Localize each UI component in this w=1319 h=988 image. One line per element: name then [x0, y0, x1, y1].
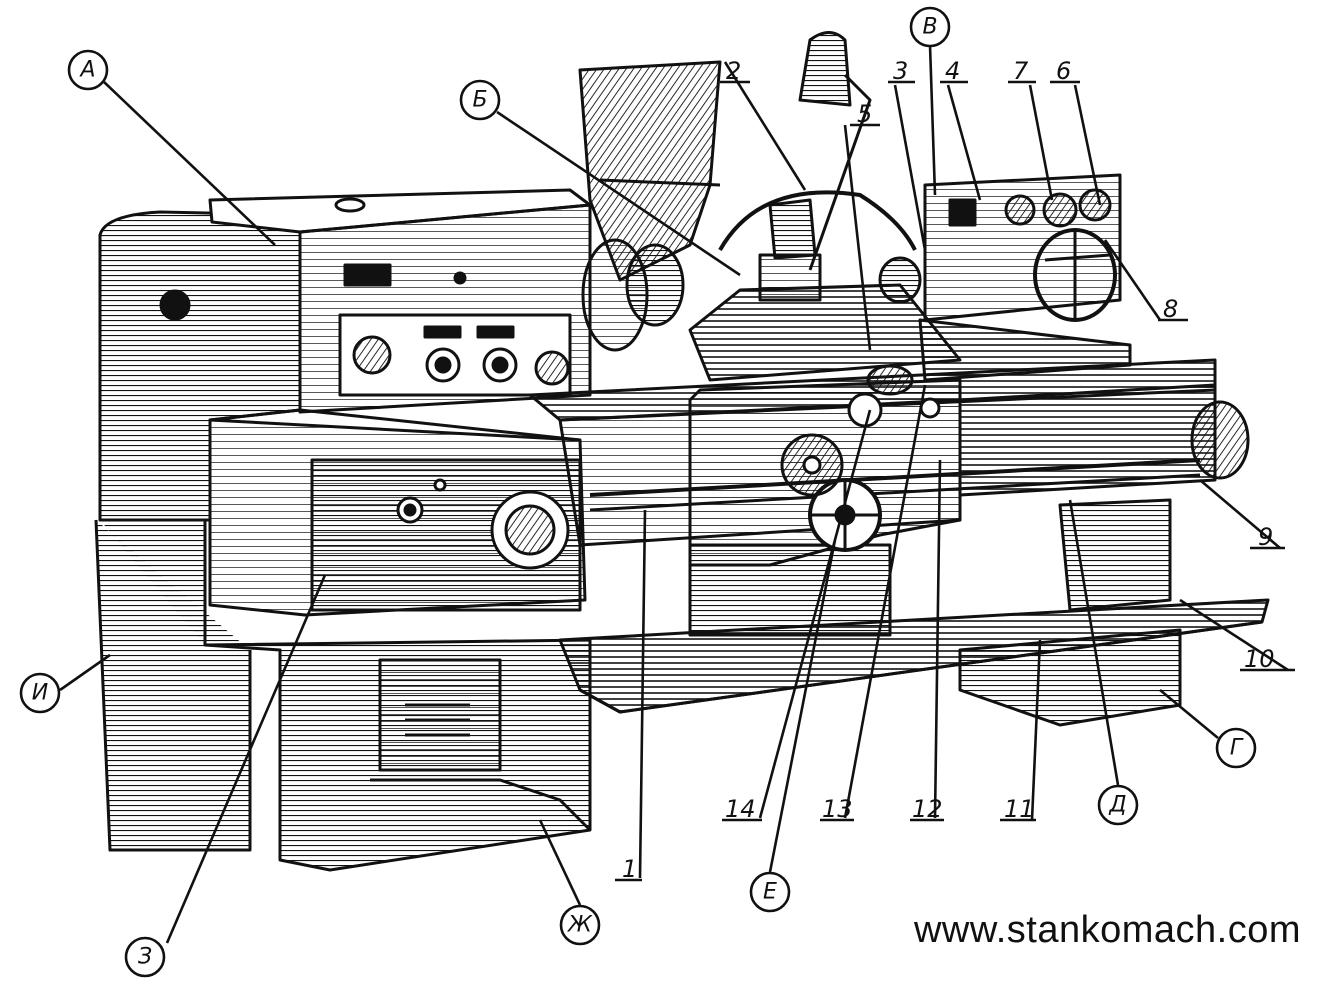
callout-num-8: 8 — [1163, 295, 1178, 323]
leadscrew-end-bracket — [1190, 400, 1250, 480]
callout-label-z: З — [138, 945, 152, 970]
right-pedestal — [1058, 498, 1172, 612]
callout-num-10: 10 — [1244, 645, 1275, 673]
callout-circle-g — [1215, 727, 1257, 769]
callout-num-4: 4 — [945, 57, 960, 85]
number-callout-labels: 1 2 3 4 5 6 7 8 9 10 11 12 13 14 — [622, 57, 1275, 883]
callout-label-g: Г — [1230, 736, 1244, 761]
callout-num-11: 11 — [1004, 795, 1035, 823]
callout-num-3: 3 — [893, 57, 908, 85]
letter-callout-labels: А Б В Г Д Е Ж З И — [32, 15, 1244, 970]
callout-num-12: 12 — [912, 795, 943, 823]
speed-selector-knob — [352, 335, 392, 375]
cross-slide — [688, 283, 962, 382]
chuck-guard — [578, 60, 722, 282]
work-lamp — [798, 31, 852, 107]
site-url: www.stankomach.com — [913, 909, 1301, 951]
left-pedestal — [100, 518, 592, 872]
callout-circle-b — [459, 79, 501, 121]
callout-circle-z — [124, 936, 166, 978]
callout-label-zh: Ж — [566, 913, 593, 938]
callout-label-d: Д — [1108, 793, 1126, 818]
callout-num-2: 2 — [726, 57, 741, 85]
callout-label-v: В — [922, 15, 937, 40]
callout-circle-a — [67, 49, 109, 91]
callout-label-i: И — [32, 681, 48, 706]
callout-circle-i — [19, 672, 61, 714]
callout-circle-v — [909, 6, 951, 48]
leader-lines — [59, 44, 1289, 944]
callout-num-9: 9 — [1258, 523, 1273, 551]
callout-num-1: 1 — [622, 855, 637, 883]
callout-label-b: Б — [472, 88, 487, 113]
callout-num-13: 13 — [822, 795, 853, 823]
lathe-drawing — [94, 31, 1270, 872]
callout-num-6: 6 — [1056, 57, 1071, 85]
callout-num-7: 7 — [1013, 57, 1029, 85]
tool-post — [758, 253, 822, 302]
callout-label-a: А — [78, 58, 95, 83]
callout-label-e: Е — [763, 880, 777, 905]
callout-circle-e — [749, 871, 791, 913]
callout-num-5: 5 — [857, 100, 872, 128]
callout-circle-zh — [559, 904, 601, 946]
letter-callouts — [19, 6, 1257, 978]
callout-circle-d — [1097, 784, 1139, 826]
callout-num-14: 14 — [725, 795, 756, 823]
electrics-door — [378, 658, 502, 772]
number-callout-underlines — [615, 80, 1295, 882]
